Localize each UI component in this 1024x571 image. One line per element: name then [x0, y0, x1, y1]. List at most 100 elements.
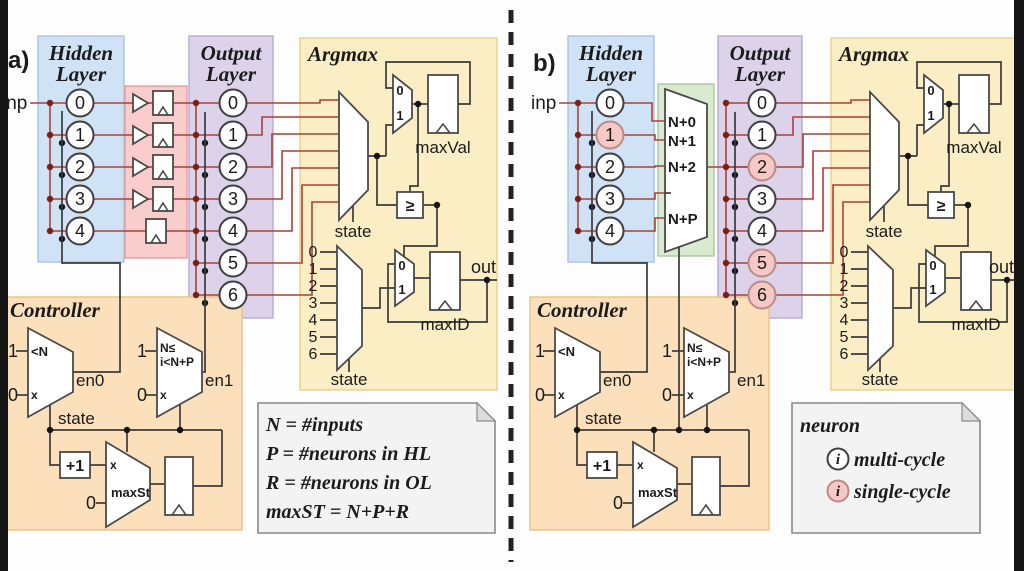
maxval-label-b: maxVal [946, 138, 1001, 157]
note-a: N = #inputs P = #neurons in HL R = #neur… [257, 401, 497, 534]
mux-in-0: 0 [8, 385, 18, 405]
en0-mux-b [554, 326, 601, 419]
output-bus-dots-b [722, 99, 739, 307]
maxval-select-mux-b [923, 73, 944, 135]
mux-select-x: x [31, 388, 38, 402]
comparator-b [927, 191, 955, 219]
mux-port-1: 1 [398, 282, 405, 297]
mux-select-x: x [160, 388, 167, 402]
note-line: maxST = N+P+R [266, 501, 409, 523]
output-neurons-b: 0 1 2 3 4 5 6 [747, 88, 777, 310]
left-letterbox-bar [0, 0, 8, 571]
argmax-title-b: Argmax [837, 42, 909, 66]
id-input: 3 [840, 295, 849, 312]
mux-in-1: 1 [662, 341, 672, 361]
mux-in-0: 0 [613, 493, 623, 513]
neuron-label: 4 [605, 221, 615, 241]
out-label-a: out [471, 257, 496, 277]
mux-port-0: 0 [929, 258, 936, 273]
id-input: 0 [840, 244, 849, 261]
state-label: state [585, 409, 622, 428]
mux-port-0: 0 [398, 258, 405, 273]
id-input: 1 [309, 261, 318, 278]
mux-select-x: x [110, 458, 117, 472]
neuron-label: 3 [605, 189, 615, 209]
mux-port-1: 1 [396, 108, 403, 123]
mux-in-1: 1 [8, 341, 18, 361]
mux-in-1: 1 [137, 341, 147, 361]
mux-in-1: 1 [535, 341, 545, 361]
en0-label: en0 [76, 371, 104, 390]
id-input: 3 [309, 295, 318, 312]
en1-condition-2: i<N+P [160, 355, 194, 369]
note-line: R = #neurons in OL [265, 472, 432, 494]
multi-cycle-neuron-icon [826, 447, 850, 471]
maxid-label-b: maxID [951, 315, 1000, 334]
neuron-label: 2 [605, 157, 615, 177]
neuron-label: 6 [757, 285, 767, 305]
register-bank-a [132, 90, 174, 244]
en0-mux-a [27, 326, 74, 419]
id-input: 4 [840, 312, 849, 329]
neuron-icon-glyph: i [836, 452, 841, 468]
right-letterbox-bar [1014, 0, 1024, 571]
argmax-state-mux-a [338, 89, 369, 223]
argmax-title-a: Argmax [306, 42, 378, 66]
neuron-label: 1 [757, 125, 767, 145]
maxst-mux-a [105, 440, 151, 529]
controller-a: 1 <N 0 x en0 1 N≤ i<N+P 0 x en1 state +1… [8, 111, 233, 529]
neuron-label: 4 [75, 221, 85, 241]
state-label: state [866, 222, 903, 241]
neuron-label: 1 [605, 125, 615, 145]
id-input: 2 [309, 278, 318, 295]
inp-label-a: inp [2, 93, 27, 114]
legend-single-cycle: single-cycle [853, 481, 951, 503]
note-line: N = #inputs [265, 414, 363, 436]
hidden-layer-title2-b: Layer [585, 62, 637, 86]
id-input: 5 [309, 329, 318, 346]
mux-port-label: N+2 [668, 159, 696, 176]
id-input: 6 [840, 346, 849, 363]
en1-mux-b [683, 326, 730, 419]
maxst-label: maxSt [111, 485, 151, 500]
id-input: 0 [309, 244, 318, 261]
hidden-neurons-a: 0 1 2 3 4 [65, 88, 95, 246]
output-layer-title-a: Output [201, 41, 263, 65]
id-input: 5 [840, 329, 849, 346]
neuron-label: 0 [75, 93, 85, 113]
argmax-wires-b [851, 61, 1014, 372]
panel-label-a: a) [8, 47, 29, 74]
controller-wires-a [16, 111, 223, 504]
maxval-label-a: maxVal [415, 138, 470, 157]
mux-port-label: N+P [668, 211, 698, 228]
mux-port-label: N+1 [668, 133, 696, 150]
id-input: 6 [309, 346, 318, 363]
mux-port-label: N+0 [668, 114, 696, 131]
mux-in-0: 0 [86, 493, 96, 513]
neuron-label: 3 [228, 189, 238, 209]
neuron-label: 0 [605, 93, 615, 113]
neuron-label: 3 [757, 189, 767, 209]
neuron-label: 5 [228, 253, 238, 273]
hidden-layer-title-a: Hidden [48, 41, 113, 65]
en1-label: en1 [205, 371, 233, 390]
state-label: state [58, 409, 95, 428]
neuron-mux-b: N+0 N+1 N+2 N+P [664, 87, 708, 430]
increment-box-a [59, 451, 91, 479]
en0-condition: <N [31, 344, 48, 359]
increment-box-b [586, 451, 618, 479]
inp-label-b: inp [531, 93, 556, 114]
out-label-b: out [989, 257, 1014, 277]
mux-select-x: x [558, 388, 565, 402]
id-input: 1 [840, 261, 849, 278]
neuron-label: 2 [757, 157, 767, 177]
mux-select-x: x [687, 388, 694, 402]
neuron-label: 0 [228, 93, 238, 113]
maxval-select-mux-a [392, 73, 413, 135]
hidden-bus-dots-b [574, 99, 596, 243]
mux-port-1: 1 [929, 282, 936, 297]
maxst-label: maxSt [638, 485, 678, 500]
neuron-label: 2 [75, 157, 85, 177]
neuron-label: 1 [75, 125, 85, 145]
